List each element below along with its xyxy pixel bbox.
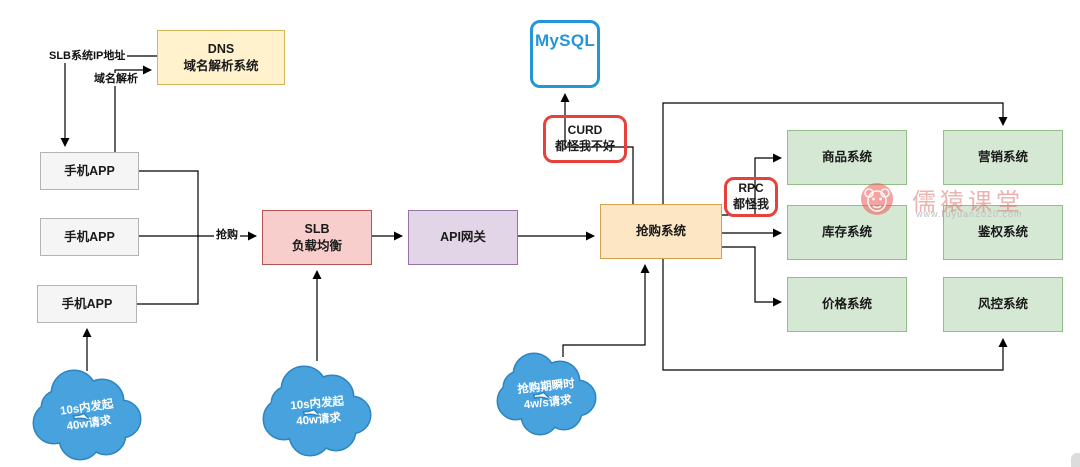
price-label: 价格系统 [821,297,872,312]
slb-title: SLB [304,221,330,236]
connectors [60,55,1008,371]
node-auth-system: 鉴权系统 [943,205,1063,260]
edge-app1-junction [139,170,199,236]
curd-title: CURD [567,123,603,138]
node-goods-system: 商品系统 [787,130,907,185]
edge-app3-junction [137,236,199,305]
node-risk-system: 风控系统 [943,277,1063,332]
node-mobile-app-2: 手机APP [40,218,139,256]
node-marketing-system: 营销系统 [943,130,1063,185]
note-curd: CURD 都怪我不好 [543,115,627,163]
label-purchase: 抢购 [214,229,240,243]
cloud-request-burst-3 [496,352,597,436]
node-dns: DNS 域名解析系统 [157,30,285,85]
node-price-system: 价格系统 [787,277,907,332]
cloud-request-burst-1 [32,369,142,461]
edge-cloud3-to-seckill [562,264,650,357]
node-mobile-app-3: 手机APP [37,285,137,323]
scrollbar-thumb[interactable] [1071,453,1080,467]
node-mysql: MySQL [530,20,600,88]
rpc-subtitle: 都怪我 [732,197,769,211]
auth-label: 鉴权系统 [977,225,1028,240]
node-inventory-system: 库存系统 [787,205,907,260]
api-gateway-label: API网关 [440,230,486,245]
slb-subtitle: 负载均衡 [291,238,342,253]
app-label: 手机APP [64,229,115,244]
label-slb-ip: SLB系统IP地址 [47,50,128,64]
dns-subtitle: 域名解析系统 [183,58,259,73]
cloud-request-burst-2 [262,365,372,457]
node-api-gateway: API网关 [408,210,518,265]
edge-seckill-to-price [722,246,782,307]
mysql-label: MySQL [534,31,596,50]
inventory-label: 库存系统 [821,225,872,240]
node-mobile-app-1: 手机APP [40,152,139,190]
edge-seckill-to-mysql [560,93,634,204]
label-dns-resolve: 域名解析 [92,73,140,87]
note-rpc: RPC 都怪我 [724,177,778,217]
curd-subtitle: 都怪我不好 [554,139,615,153]
risk-label: 风控系统 [977,297,1028,312]
marketing-label: 营销系统 [977,150,1028,165]
edge-app-to-dns-resolve [114,65,152,152]
seckill-label: 抢购系统 [635,224,686,239]
node-slb: SLB 负载均衡 [262,210,372,265]
dns-title: DNS [207,41,235,56]
app-label: 手机APP [64,163,115,178]
app-label: 手机APP [61,296,113,311]
node-seckill-system: 抢购系统 [600,204,722,259]
edge-seckill-to-risk [662,259,1008,371]
goods-label: 商品系统 [821,150,872,165]
rpc-title: RPC [738,181,764,196]
edge-seckill-to-marketing [662,102,1008,204]
